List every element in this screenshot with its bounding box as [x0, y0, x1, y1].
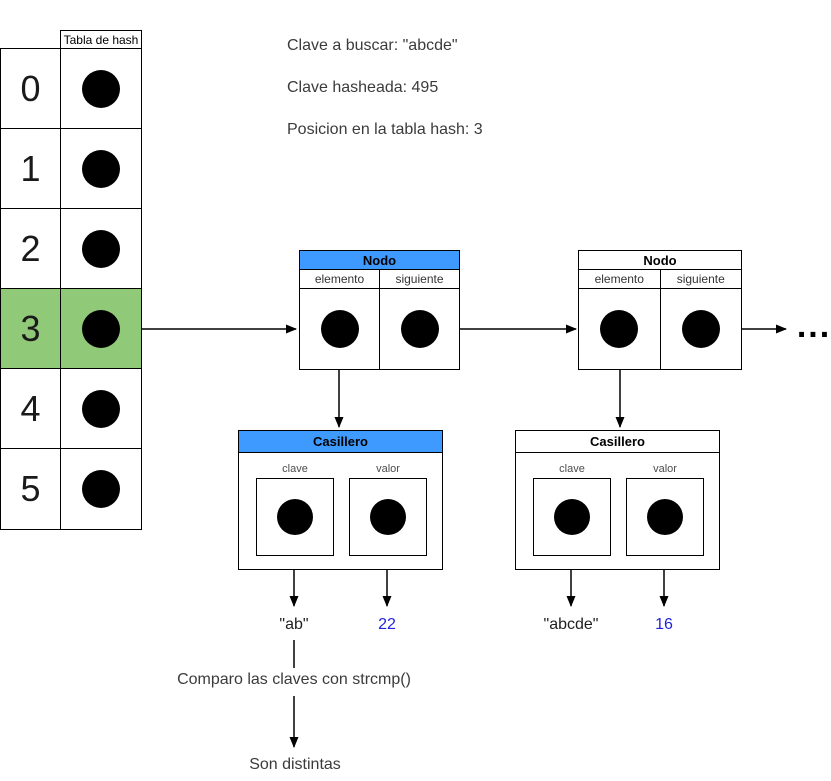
pointer-dot	[82, 470, 120, 508]
node2-field-siguiente: siguiente	[676, 272, 725, 286]
pointer-dot	[82, 229, 120, 268]
hash-table-row-5: 5	[1, 449, 141, 529]
pointer-dot	[400, 310, 439, 348]
hash-table-row-3-highlighted: 3	[1, 289, 141, 369]
node-box-2: Nodo elemento siguiente	[578, 250, 742, 370]
hash-pointer-cell	[61, 369, 141, 448]
bucket1-stored-value: 22	[378, 616, 396, 633]
pointer-dot	[600, 310, 639, 348]
hash-table-row-1: 1	[1, 129, 141, 209]
node2-body	[579, 289, 741, 369]
info-search-key: Clave a buscar: "abcde"	[287, 37, 458, 54]
bucket1-title: Casillero	[239, 431, 442, 453]
hash-index-cell: 0	[1, 49, 61, 128]
node2-siguiente-cell	[661, 289, 742, 369]
list-continues-ellipsis: ...	[796, 307, 831, 345]
hash-pointer-cell	[61, 289, 141, 368]
bucket2-label-valor: valor	[653, 463, 677, 475]
compare-annotation: Comparo las claves con strcmp()	[134, 671, 454, 689]
hash-table-row-2: 2	[1, 209, 141, 289]
bucket2-label-clave: clave	[559, 463, 585, 475]
hash-index-cell: 3	[1, 289, 61, 368]
hash-index-cell: 4	[1, 369, 61, 448]
node-box-1: Nodo elemento siguiente	[299, 250, 460, 370]
pointer-dot	[370, 499, 406, 535]
bucket2-key-value: "abcde"	[543, 616, 599, 633]
pointer-dot	[647, 499, 683, 535]
hash-index-cell: 5	[1, 449, 61, 529]
bucket-box-1: Casillero clave valor	[238, 430, 443, 570]
node1-title: Nodo	[300, 251, 459, 270]
bucket1-valor-cell	[349, 478, 427, 556]
bucket2-title: Casillero	[516, 431, 719, 453]
info-table-position: Posicion en la tabla hash: 3	[287, 121, 483, 138]
hash-table-title: Tabla de hash	[60, 30, 142, 49]
bucket2-valor-cell	[626, 478, 704, 556]
node1-body	[300, 289, 459, 369]
bucket-box-2: Casillero clave valor	[515, 430, 720, 570]
pointer-dot	[82, 309, 120, 348]
hash-pointer-cell	[61, 209, 141, 288]
hash-table-row-0: 0	[1, 49, 141, 129]
bucket2-clave-cell	[533, 478, 611, 556]
hash-index-cell: 2	[1, 209, 61, 288]
node1-field-siguiente: siguiente	[395, 272, 444, 286]
hash-table-row-4: 4	[1, 369, 141, 449]
info-hashed-key: Clave hasheada: 495	[287, 79, 439, 96]
result-annotation: Son distintas	[249, 756, 341, 773]
bucket2-stored-value: 16	[655, 616, 673, 633]
pointer-dot	[277, 499, 313, 535]
node2-title: Nodo	[579, 251, 741, 270]
bucket1-label-valor: valor	[376, 463, 400, 475]
pointer-dot	[82, 389, 120, 428]
pointer-dot	[320, 310, 359, 348]
bucket1-key-value: "ab"	[279, 616, 309, 633]
node1-field-labels: elemento siguiente	[300, 270, 459, 289]
bucket1-label-clave: clave	[282, 463, 308, 475]
node1-elemento-cell	[300, 289, 380, 369]
node2-field-labels: elemento siguiente	[579, 270, 741, 289]
node1-field-elemento: elemento	[300, 270, 380, 288]
node2-elemento-cell	[579, 289, 661, 369]
node1-siguiente-cell	[380, 289, 459, 369]
pointer-dot	[82, 149, 120, 188]
bucket1-clave-cell	[256, 478, 334, 556]
pointer-dot	[681, 310, 720, 348]
hash-pointer-cell	[61, 449, 141, 529]
hash-pointer-cell	[61, 49, 141, 128]
pointer-dot	[554, 499, 590, 535]
pointer-dot	[82, 69, 120, 108]
hash-index-cell: 1	[1, 129, 61, 208]
hash-pointer-cell	[61, 129, 141, 208]
hash-table: 0 1 2 3 4 5	[0, 48, 142, 530]
node2-field-elemento: elemento	[579, 270, 661, 288]
